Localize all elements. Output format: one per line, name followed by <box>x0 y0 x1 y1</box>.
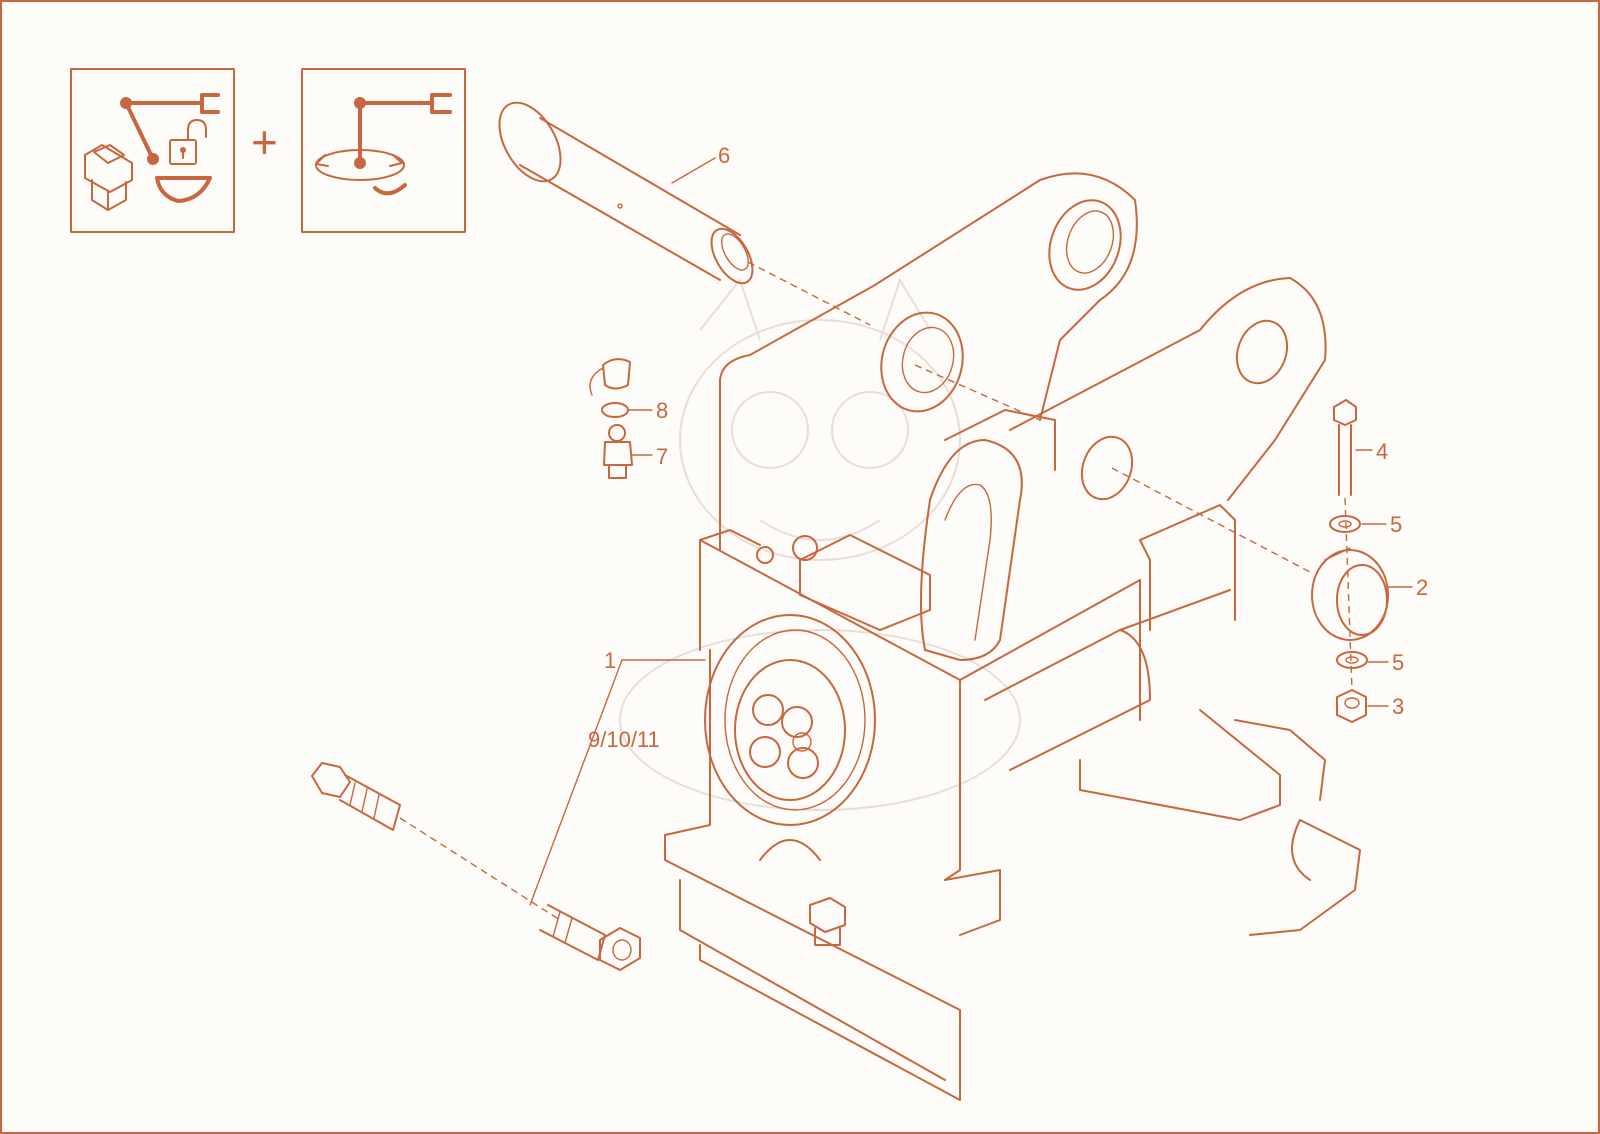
rotate-arm-icon <box>301 68 466 233</box>
part-5a-washer <box>1329 515 1361 533</box>
callout-5a: 5 <box>1390 512 1402 537</box>
unlock-switch-bucket-icon <box>70 68 235 233</box>
part-4-bolt <box>1333 399 1357 496</box>
coupler-main-body <box>664 409 1361 1101</box>
part-5b-washer <box>1336 651 1368 669</box>
leader-lines <box>529 157 1413 906</box>
callout-9-10-11: 9/10/11 <box>588 727 660 752</box>
part-9-10-11-fittings <box>311 762 641 971</box>
callout-4: 4 <box>1376 439 1388 464</box>
callout-7: 7 <box>656 444 668 469</box>
callout-3: 3 <box>1392 694 1404 719</box>
part-3-nut <box>1336 689 1367 723</box>
callout-1: 1 <box>604 648 616 673</box>
plus-sign: + <box>251 116 278 168</box>
watermark-creature <box>619 277 1021 811</box>
part-2-ring <box>1311 547 1389 641</box>
callout-labels: 6 8 7 4 5 2 5 3 1 9/10/11 <box>588 143 1428 752</box>
part-7-grease-nipple <box>603 424 633 479</box>
part-8-cap <box>589 358 631 418</box>
part-6-pin <box>498 101 754 285</box>
callout-2: 2 <box>1416 575 1428 600</box>
coupler-upper-plates <box>719 172 1327 551</box>
callout-6: 6 <box>718 143 730 168</box>
callout-8: 8 <box>656 398 668 423</box>
callout-5b: 5 <box>1392 650 1404 675</box>
